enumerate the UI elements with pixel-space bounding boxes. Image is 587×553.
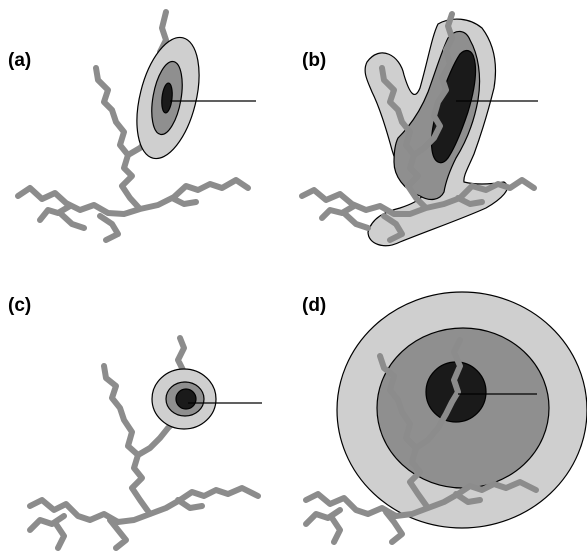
panel-c-label: (c) bbox=[8, 296, 31, 315]
panel-a-label: (a) bbox=[8, 51, 31, 70]
panel-c-core-zone bbox=[176, 389, 196, 409]
panel-a-river-network bbox=[18, 12, 248, 240]
panel-d bbox=[306, 292, 587, 542]
panel-c bbox=[30, 338, 262, 548]
panel-d-label: (d) bbox=[302, 296, 326, 315]
panel-b-label: (b) bbox=[302, 51, 326, 70]
panel-a bbox=[18, 12, 256, 240]
panel-b bbox=[302, 14, 538, 246]
panel-c-river-network bbox=[30, 338, 258, 548]
